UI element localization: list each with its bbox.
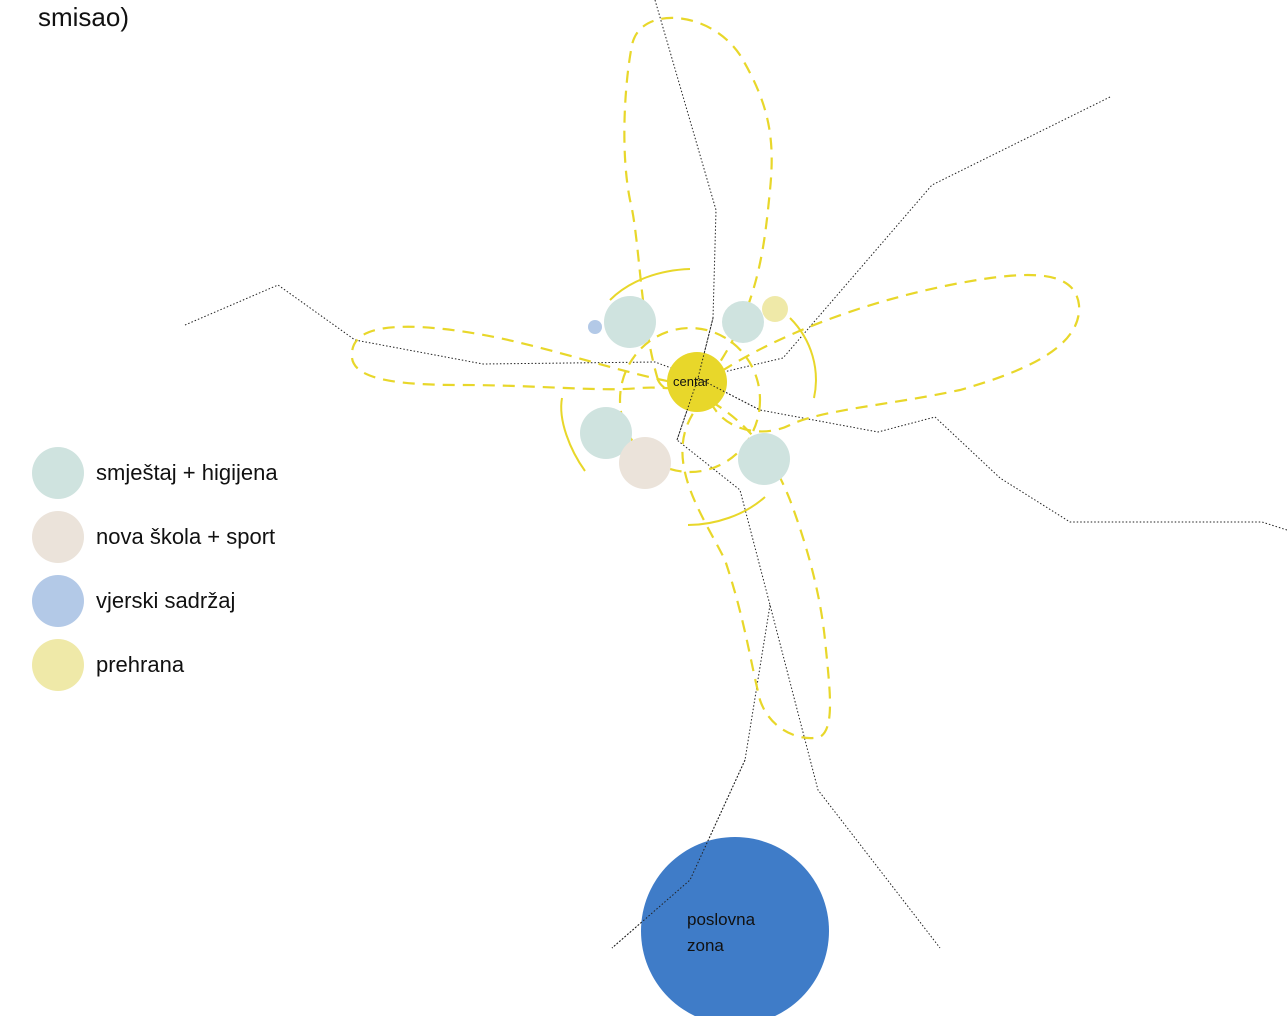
road-line-northeast (696, 96, 1287, 531)
legend-label-accommodation: smještaj + higijena (96, 460, 278, 485)
legend-item-food: prehrana (32, 639, 278, 691)
business-zone-label-line1: poslovna (687, 910, 756, 929)
road-overlay-center-east (697, 377, 761, 411)
arc-east (789, 317, 817, 399)
accommodation-node-se (738, 433, 790, 485)
legend-swatch-food (32, 639, 84, 691)
center-node (667, 352, 727, 412)
legend-swatch-school (32, 511, 84, 563)
center-label: centar (673, 374, 710, 389)
legend-item-accommodation: smještaj + higijena (32, 447, 278, 499)
legend-item-religious: vjerski sadržaj (32, 575, 278, 627)
food-node (762, 296, 788, 322)
legend-label-food: prehrana (96, 652, 185, 677)
inner-ring (618, 326, 762, 474)
petal-path-south (681, 396, 832, 740)
legend-label-religious: vjerski sadržaj (96, 588, 236, 613)
business-zone-node (641, 837, 829, 1016)
accommodation-node-sw (580, 407, 632, 459)
legend: smještaj + higijena nova škola + sport v… (32, 447, 278, 703)
page-title: smisao) (38, 2, 130, 32)
legend-label-school: nova škola + sport (96, 524, 276, 549)
accommodation-node-nw (604, 296, 656, 348)
arc-northwest (609, 268, 691, 301)
school-node (619, 437, 671, 489)
road-line-north (654, 0, 941, 949)
legend-swatch-accommodation (32, 447, 84, 499)
legend-item-school: nova škola + sport (32, 511, 278, 563)
accommodation-node-ne (722, 301, 764, 343)
petal-path-west (350, 325, 690, 391)
arc-south (687, 496, 766, 526)
religious-node (588, 320, 602, 334)
legend-swatch-religious (32, 575, 84, 627)
business-zone-label-line2: zona (687, 936, 724, 955)
road-line-west (184, 284, 699, 379)
road-overlay-center (676, 317, 714, 441)
arc-west (560, 397, 586, 472)
petal-path-east (703, 273, 1081, 433)
road-overlay-south (611, 759, 746, 949)
